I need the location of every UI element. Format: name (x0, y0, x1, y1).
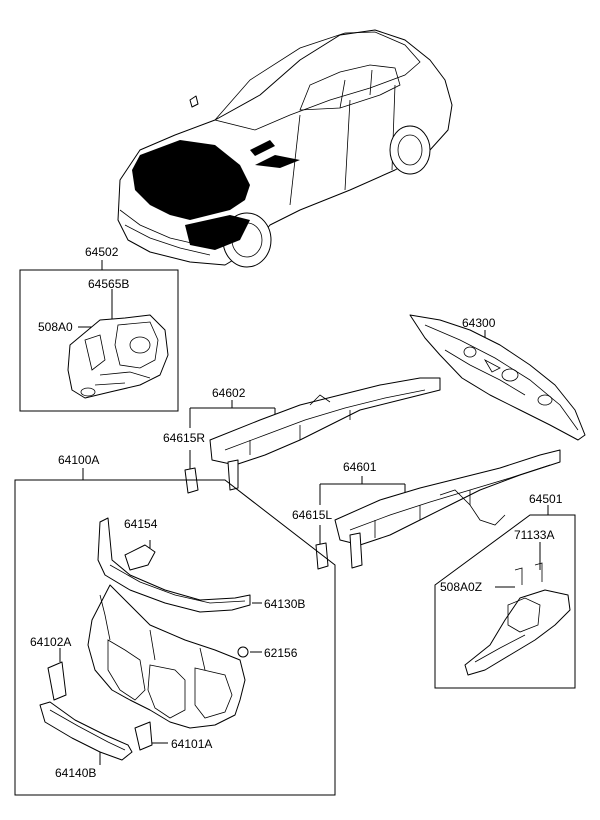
label-64615L: 64615L (292, 508, 333, 522)
label-64154: 64154 (124, 517, 158, 531)
label-64102A: 64102A (30, 635, 72, 649)
part-64602 (184, 377, 441, 494)
label-71133A: 71133A (514, 528, 555, 542)
part-64300 (409, 314, 586, 441)
label-64101A: 64101A (171, 737, 213, 751)
car-illustration (117, 29, 453, 268)
label-64502: 64502 (85, 245, 119, 259)
label-64601: 64601 (343, 460, 377, 474)
label-64565B: 64565B (88, 277, 130, 291)
label-62156: 62156 (264, 646, 298, 660)
label-64140B: 64140B (55, 766, 97, 780)
label-64615R: 64615R (163, 431, 206, 445)
label-64130B: 64130B (264, 597, 306, 611)
group-64501 (434, 505, 576, 689)
label-64602: 64602 (212, 386, 246, 400)
label-508A0Z: 508A0Z (440, 580, 483, 594)
group-64100A (14, 468, 336, 796)
label-64100A: 64100A (58, 453, 100, 467)
group-64502 (19, 260, 179, 412)
label-64501: 64501 (529, 492, 563, 506)
label-508A0: 508A0 (38, 320, 73, 334)
label-64300: 64300 (462, 316, 496, 330)
part-64601 (315, 449, 561, 570)
